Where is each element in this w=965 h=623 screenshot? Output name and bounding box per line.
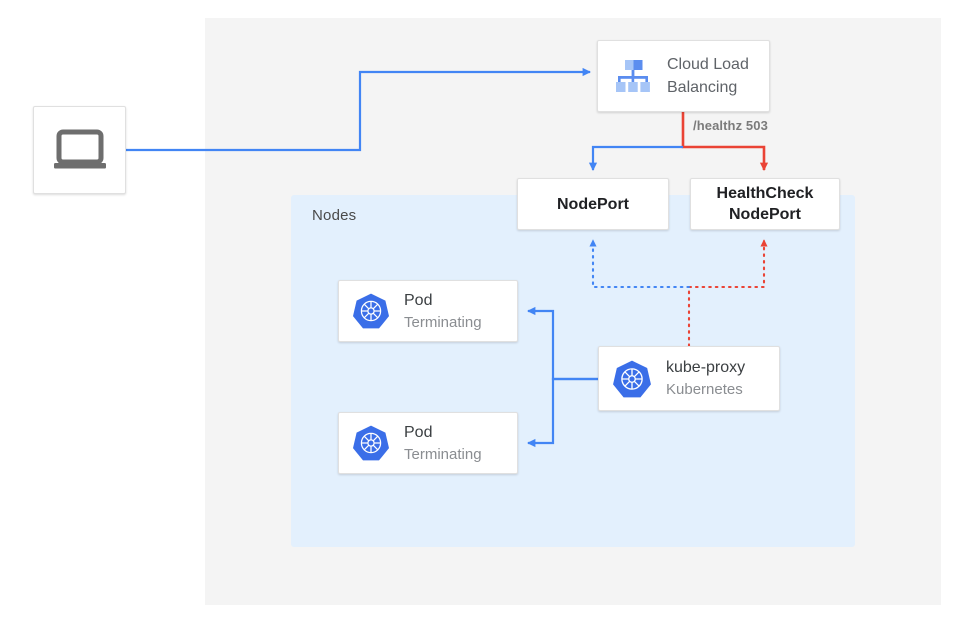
kube-proxy-node[interactable]: kube-proxy Kubernetes xyxy=(598,346,780,411)
pod-a-subtitle: Terminating xyxy=(404,313,482,331)
healthcheck-nodeport-label-line2: NodePort xyxy=(728,206,801,223)
pod-node-a[interactable]: Pod Terminating xyxy=(338,280,518,342)
healthcheck-nodeport-label-line1: HealthCheck xyxy=(716,185,814,202)
healthcheck-nodeport-text: HealthCheck NodePort xyxy=(717,183,814,225)
kube-proxy-subtitle: Kubernetes xyxy=(666,381,743,398)
nodeport-label: NodePort xyxy=(557,195,629,213)
cloud-load-balancing-node[interactable]: Cloud Load Balancing xyxy=(597,40,770,112)
pod-b-subtitle: Terminating xyxy=(404,445,482,463)
cloud-load-balancing-text: Cloud Load Balancing xyxy=(667,53,749,99)
healthz-edge-label: /healthz 503 xyxy=(693,118,768,133)
nodeport-node[interactable]: NodePort xyxy=(517,178,669,230)
kube-proxy-text: kube-proxy Kubernetes xyxy=(666,357,745,400)
kubernetes-icon xyxy=(612,359,652,399)
cloud-load-balancing-title-line1: Cloud Load xyxy=(667,56,749,73)
cloud-load-balancing-title-line2: Balancing xyxy=(667,79,738,96)
kubernetes-icon xyxy=(352,292,390,330)
cloud-load-balancing-icon xyxy=(611,54,655,98)
pod-b-title: Pod xyxy=(404,423,433,441)
pod-node-b[interactable]: Pod Terminating xyxy=(338,412,518,474)
pod-a-title: Pod xyxy=(404,291,433,309)
kubernetes-icon xyxy=(352,424,390,462)
pod-a-text: Pod Terminating xyxy=(404,290,482,333)
nodes-region-label: Nodes xyxy=(312,207,357,224)
laptop-icon xyxy=(52,129,108,171)
pod-b-text: Pod Terminating xyxy=(404,422,482,465)
healthcheck-nodeport-node[interactable]: HealthCheck NodePort xyxy=(690,178,840,230)
kube-proxy-title: kube-proxy xyxy=(666,359,746,376)
client-node[interactable] xyxy=(33,106,126,194)
